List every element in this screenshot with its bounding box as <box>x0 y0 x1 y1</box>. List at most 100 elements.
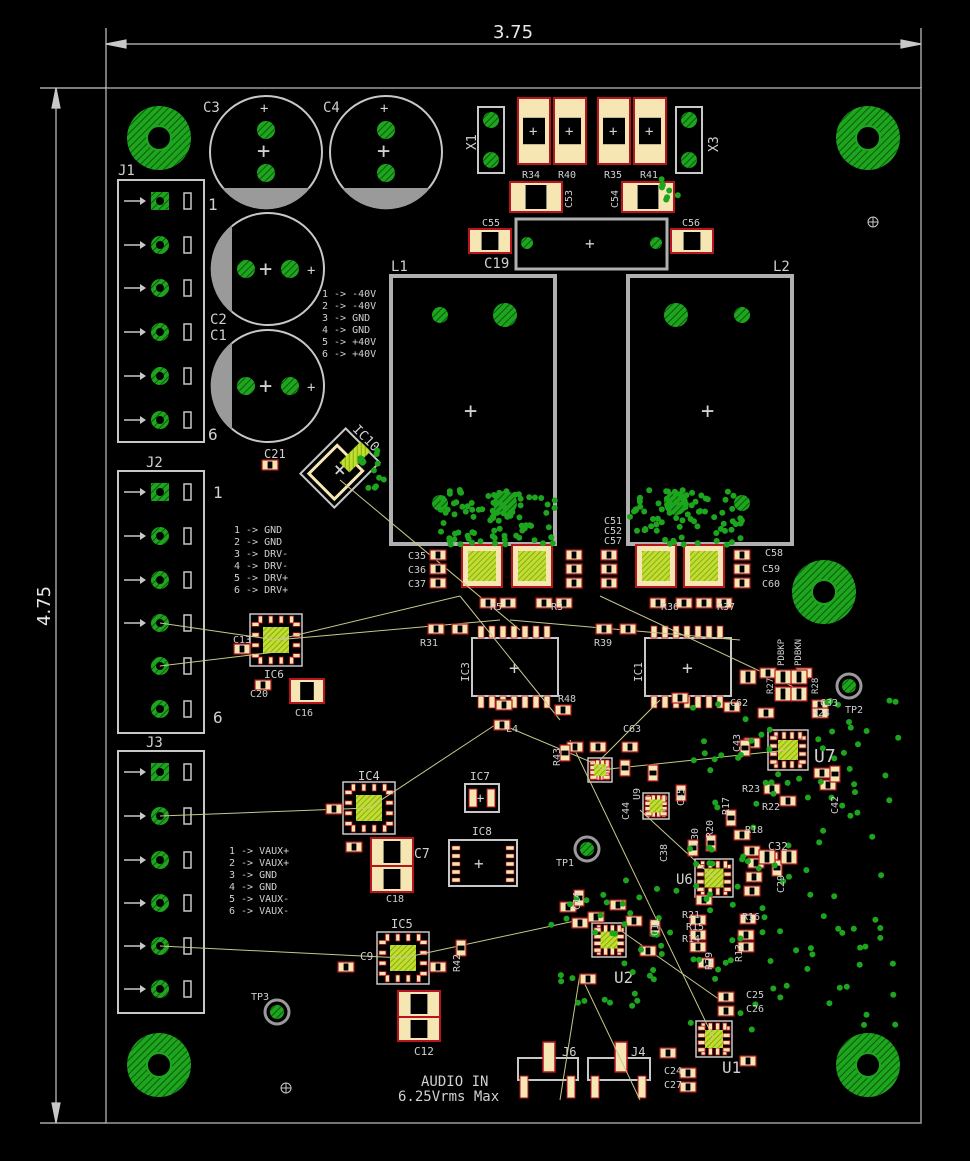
smd-part-body <box>615 901 621 909</box>
ic6-pin <box>251 622 260 627</box>
via <box>889 960 896 967</box>
soic-pin <box>532 625 540 639</box>
j2-note: 4 -> DRV- <box>234 561 288 572</box>
via <box>722 959 729 966</box>
capacitor-c1: + + <box>210 329 325 443</box>
via <box>713 530 720 536</box>
smd-part-body <box>785 797 791 805</box>
connector-pin-hole <box>156 856 164 864</box>
via <box>816 839 823 846</box>
via <box>666 540 673 547</box>
via <box>742 716 749 723</box>
label-tp1: TP1 <box>556 858 574 869</box>
via <box>371 484 378 491</box>
via <box>658 951 665 957</box>
via <box>706 891 713 898</box>
j3-note: 6 -> VAUX- <box>229 906 289 917</box>
via <box>663 495 670 502</box>
via <box>737 1010 744 1017</box>
u9 <box>587 757 613 783</box>
via <box>836 984 843 991</box>
via <box>777 928 784 935</box>
smd-part-body <box>606 579 612 587</box>
label-c32: C32 <box>768 840 788 853</box>
u1-pin <box>697 1033 706 1038</box>
via <box>771 862 778 869</box>
via <box>687 845 693 852</box>
ic4-pin <box>385 800 394 806</box>
via <box>846 765 853 772</box>
label-c33: C33 <box>820 698 838 709</box>
via <box>637 503 644 510</box>
label-c4: C4 <box>323 100 340 116</box>
label-r29: R29 <box>704 952 715 970</box>
smd-part-body <box>593 913 599 921</box>
ic8-pin <box>451 877 461 883</box>
via <box>623 877 629 884</box>
smd-part-body <box>435 963 441 971</box>
via <box>440 520 447 526</box>
u7-pin <box>769 751 778 757</box>
via <box>447 541 454 548</box>
connector-j1 <box>117 179 205 443</box>
via <box>573 895 580 902</box>
via <box>548 921 555 928</box>
j1-note: 6 -> +40V <box>322 349 376 360</box>
ic5-pin <box>419 971 428 976</box>
u2-pin <box>603 924 608 933</box>
connector-arrow-head <box>140 241 146 249</box>
u2-pin <box>593 941 602 946</box>
smd-part-body <box>741 745 749 751</box>
j3-note: 5 -> VAUX- <box>229 894 289 905</box>
ic4-pin <box>361 783 367 792</box>
via <box>621 960 628 967</box>
connector-pin-hole <box>156 576 164 584</box>
via <box>469 506 476 513</box>
via <box>872 916 879 923</box>
label-c52: C52 <box>604 526 622 537</box>
soic-pin <box>477 695 485 709</box>
via <box>707 767 714 774</box>
connector-arrow-head <box>140 985 146 993</box>
via <box>758 731 765 738</box>
capacitor-c19: + <box>514 217 669 271</box>
ratsnest-line <box>579 973 641 1101</box>
ic4-pin <box>344 800 353 806</box>
smd-part-mid-body <box>786 851 792 863</box>
label-c29: C29 <box>776 875 787 893</box>
via <box>456 487 463 493</box>
via <box>720 520 727 527</box>
label-c58: C58 <box>765 548 783 559</box>
capacitor-c16-body <box>300 682 314 700</box>
via <box>638 946 644 953</box>
label-r36: R36 <box>661 602 679 613</box>
smd-part-body <box>485 599 491 607</box>
smd-part-body <box>739 551 745 559</box>
smd-part-body <box>561 750 569 756</box>
via <box>783 982 790 989</box>
via <box>646 487 653 494</box>
width-dimension-label: 3.75 <box>493 22 533 43</box>
via <box>696 956 703 963</box>
test-point-tp2 <box>835 672 863 700</box>
label-ic5: IC5 <box>391 917 413 931</box>
ic6-pin <box>268 656 274 665</box>
connector-arrow-head <box>140 328 146 336</box>
label-c25: C25 <box>746 990 764 1001</box>
via <box>784 779 791 786</box>
via <box>728 526 735 533</box>
via <box>707 907 714 914</box>
smd-part-body <box>677 790 685 796</box>
u2-pin <box>616 924 622 933</box>
label-r27: R27 <box>766 678 776 694</box>
smd-part-body <box>433 625 439 633</box>
via <box>569 975 576 982</box>
connector-latch <box>183 937 192 955</box>
via <box>718 752 725 759</box>
ic4 <box>342 781 396 835</box>
u1 <box>695 1020 733 1058</box>
u9-pin <box>589 774 598 780</box>
ic8-pin <box>505 877 515 883</box>
smd-part-body <box>457 625 463 633</box>
